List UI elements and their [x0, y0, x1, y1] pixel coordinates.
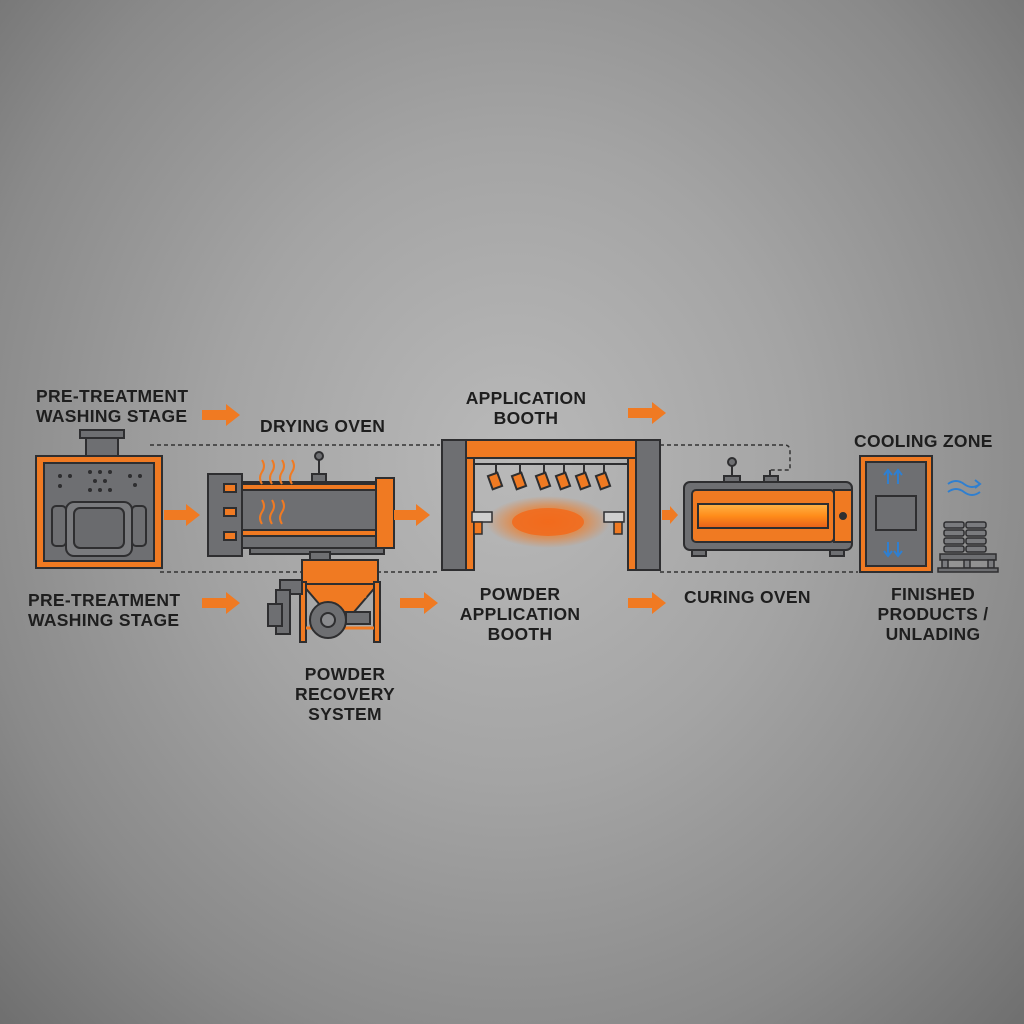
cooling-unit-icon — [859, 455, 933, 573]
label-line: WASHING STAGE — [36, 406, 188, 426]
spray-gun-icon — [471, 511, 625, 535]
label-line: WASHING STAGE — [28, 610, 180, 630]
label-line: PRE-TREATMENT — [28, 590, 181, 610]
washer-machine-icon — [35, 429, 163, 569]
curing-oven-icon — [683, 457, 853, 557]
label-line: APPLICATION — [459, 604, 581, 624]
airflow-icon — [947, 479, 982, 496]
label-powder-application-booth: POWDER APPLICATION BOOTH — [448, 584, 592, 644]
label-pretreatment-bottom: PRE-TREATMENT WASHING STAGE — [28, 590, 180, 630]
label-line: RECOVERY — [295, 684, 395, 704]
application-booth-icon — [441, 439, 661, 571]
process-arrow-icon — [164, 402, 678, 614]
powder-cloud-icon — [486, 496, 610, 548]
label-line: FINISHED — [890, 584, 976, 604]
recovery-hopper-icon — [267, 551, 381, 643]
label-finished-products: FINISHED PRODUCTS / UNLADING — [868, 584, 998, 644]
label-line: POWDER — [304, 664, 386, 684]
label-application-booth: APPLICATION BOOTH — [454, 388, 598, 428]
conveyor-line — [150, 444, 858, 573]
label-line: SYSTEM — [308, 704, 382, 724]
label-line: UNLADING — [885, 624, 981, 644]
pallet-stack-icon — [937, 521, 999, 573]
label-line: BOOTH — [487, 624, 553, 644]
heat-waves-icon — [259, 459, 295, 525]
label-line: PRE-TREATMENT — [36, 386, 189, 406]
label-line: BOOTH — [493, 408, 559, 428]
label-line: APPLICATION — [465, 388, 587, 408]
label-line: PRODUCTS / — [877, 604, 989, 624]
label-line: POWDER — [479, 584, 561, 604]
label-cooling-zone: COOLING ZONE — [854, 431, 993, 451]
label-pretreatment-top: PRE-TREATMENT WASHING STAGE — [36, 386, 188, 426]
label-curing-oven: CURING OVEN — [684, 587, 811, 607]
label-powder-recovery: POWDER RECOVERY SYSTEM — [290, 664, 400, 724]
label-drying-oven: DRYING OVEN — [260, 416, 386, 436]
drying-oven-icon — [207, 451, 395, 557]
